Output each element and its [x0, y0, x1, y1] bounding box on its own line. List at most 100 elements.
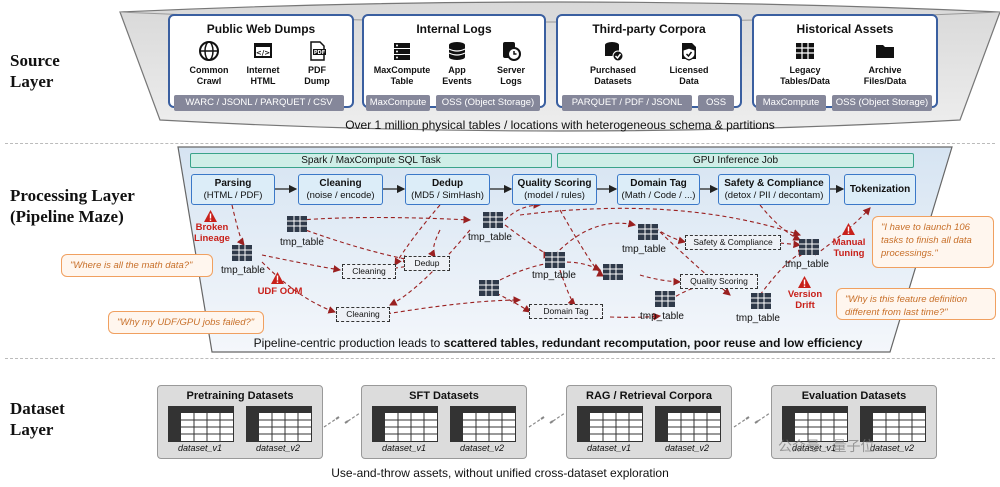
tmp-table-icon — [232, 245, 252, 261]
broken-link-icon — [733, 412, 771, 428]
dataset-version: dataset_v2 — [665, 443, 710, 453]
source-caption: Over 1 million physical tables / locatio… — [345, 118, 775, 132]
web-html-icon: </> — [254, 43, 272, 58]
dataset-version: dataset_v1 — [587, 443, 632, 453]
source-group-title: Internal Logs — [416, 22, 492, 36]
stage-sub: (model / rules) — [524, 190, 585, 201]
source-item-internet-html: </> Internet HTML — [228, 40, 298, 87]
tmp-table-label: tmp_table — [532, 270, 576, 281]
redundant-node-safety: Safety & Compliance — [685, 235, 781, 250]
broken-link-icon — [528, 412, 566, 428]
dataset-caption: Use-and-throw assets, without unified cr… — [331, 466, 669, 480]
redundant-node-cleaning-2: Cleaning — [336, 307, 390, 322]
stage-name: Dedup — [431, 178, 464, 189]
dataset-title: Evaluation Datasets — [801, 390, 907, 402]
stage-sub: (detox / PII / decontam) — [724, 190, 824, 201]
source-group-internal-logs: Internal Logs MaxCompute Table App Event… — [362, 14, 546, 108]
warning-icon — [204, 210, 217, 222]
globe-icon — [199, 41, 219, 61]
dataset-evaluation: Evaluation Datasets dataset_v1 dataset_v… — [771, 385, 937, 459]
source-item-maxcompute-table: MaxCompute Table — [367, 40, 437, 87]
warning-icon — [798, 276, 811, 288]
quote-udf-failed: "Why my UDF/GPU jobs failed?" — [108, 311, 264, 334]
warning-udf-oom: UDF OOM — [257, 286, 303, 297]
source-item-server-logs: Server Logs — [476, 40, 546, 87]
dataset-layer-label-text: Dataset Layer — [10, 399, 65, 439]
stage-name: Safety & Compliance — [724, 178, 824, 189]
dataset-tables-icon — [372, 406, 516, 442]
source-layer-label-text: Source Layer — [10, 51, 60, 91]
tmp-table-label: tmp_table — [280, 237, 324, 248]
source-layer-label: Source Layer — [10, 50, 60, 92]
dataset-layer-label: Dataset Layer — [10, 398, 65, 440]
source-group-title: Third-party Corpora — [592, 22, 706, 36]
stage-name: Domain Tag — [630, 178, 687, 189]
source-item-licensed-data: Licensed Data — [654, 40, 724, 87]
folder-icon — [876, 45, 894, 58]
task-bar-gpu: GPU Inference Job — [557, 153, 914, 168]
source-item-archive-files: Archive Files/Data — [850, 40, 920, 87]
quote-launch-tasks: "I have to launch 106 tasks to finish al… — [872, 216, 994, 268]
stage-parsing: Parsing(HTML / PDF) — [191, 174, 275, 205]
dataset-tables-icon — [168, 406, 312, 442]
dataset-version: dataset_v2 — [256, 443, 301, 453]
dataset-rag: RAG / Retrieval Corpora dataset_v1 datas… — [566, 385, 732, 459]
source-item-label: Common Crawl — [189, 65, 229, 86]
tmp-table-icon — [638, 224, 658, 240]
format-pill: OSS (Object Storage) — [436, 95, 540, 111]
tmp-table-icon — [545, 252, 565, 268]
dataset-version: dataset_v2 — [870, 443, 915, 453]
stage-name: Parsing — [214, 178, 252, 189]
processing-layer-label-text: Processing Layer (Pipeline Maze) — [10, 186, 135, 226]
warning-icon — [271, 272, 284, 284]
dataset-tables-icon — [577, 406, 721, 442]
license-shield-icon — [682, 43, 696, 61]
source-item-label: Licensed Data — [669, 65, 709, 86]
tmp-table-icon — [751, 293, 771, 309]
source-item-purchased-datasets: Purchased Datasets — [578, 40, 648, 87]
warning-manual-tuning: Manual Tuning — [832, 237, 866, 259]
tmp-table-label: tmp_table — [622, 244, 666, 255]
broken-link-icon — [323, 412, 361, 428]
tmp-table-icon — [479, 280, 499, 296]
tmp-table-label: tmp_table — [736, 313, 780, 324]
source-item-label: App Events — [442, 65, 472, 86]
tmp-table-icon — [603, 264, 623, 280]
source-item-legacy-tables: Legacy Tables/Data — [770, 40, 840, 87]
source-item-pdf-dump: PDF PDF Dump — [282, 40, 352, 87]
redundant-node-dedup: Dedup — [404, 256, 450, 271]
source-item-app-events: App Events — [422, 40, 492, 87]
database-icon — [448, 42, 466, 60]
tmp-table-icon — [483, 212, 503, 228]
dataset-title: SFT Datasets — [409, 390, 479, 402]
stage-sub: (Math / Code / ...) — [621, 190, 696, 201]
stage-name: Tokenization — [849, 184, 911, 195]
watermark: 公众号 · 量子位 — [778, 438, 875, 454]
tmp-table-icon — [655, 291, 675, 307]
quote-math-data: "Where is all the math data?" — [61, 254, 213, 277]
source-item-label: MaxCompute Table — [373, 65, 431, 86]
processing-caption-prefix: Pipeline-centric production leads to — [253, 336, 444, 350]
server-rack-icon — [394, 43, 410, 60]
separator-source-processing — [5, 143, 995, 144]
dataset-version: dataset_v1 — [792, 443, 837, 453]
svg-text:PDF: PDF — [314, 50, 325, 56]
quote-feature-definition: "Why is this feature definition differen… — [836, 288, 996, 320]
format-pill: MaxCompute — [756, 95, 826, 111]
format-pill: WARC / JSONL / PARQUET / CSV — [174, 95, 344, 111]
source-item-label: Internet HTML — [246, 65, 280, 86]
tmp-table-label: tmp_table — [640, 311, 684, 322]
format-pill: MaxCompute — [366, 95, 430, 111]
source-group-title: Public Web Dumps — [206, 22, 316, 36]
database-check-icon — [605, 42, 624, 62]
format-pill: OSS (Object Storage) — [832, 95, 932, 111]
tmp-table-label: tmp_table — [221, 265, 265, 276]
stage-tokenization: Tokenization — [844, 174, 916, 205]
log-clock-icon — [503, 42, 521, 61]
dataset-pretraining: Pretraining Datasets dataset_v1 dataset_… — [157, 385, 323, 459]
separator-processing-dataset — [5, 358, 995, 359]
stage-name: Quality Scoring — [517, 178, 592, 189]
processing-caption: Pipeline-centric production leads to sca… — [228, 336, 888, 350]
stage-sub: (noise / encode) — [306, 190, 375, 201]
stage-name: Cleaning — [319, 178, 362, 189]
